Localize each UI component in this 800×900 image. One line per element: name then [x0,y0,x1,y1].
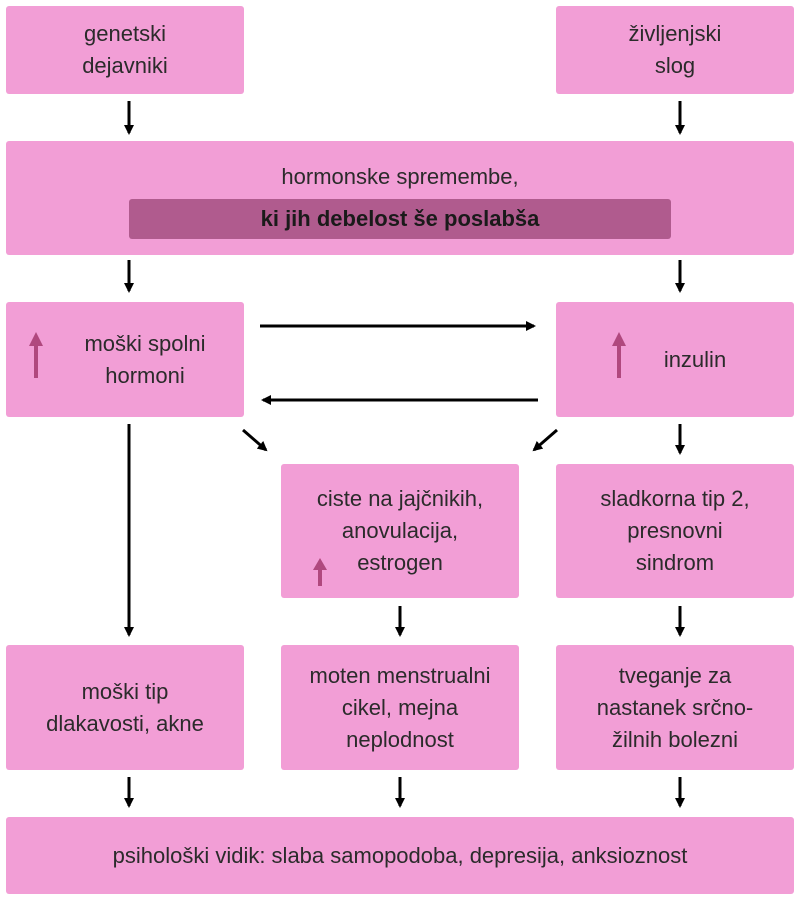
node-line: cikel, mejna [341,694,459,720]
node-line: moški spolni [84,330,206,356]
node-line: moten menstrualni [309,662,491,688]
node-lifestyle: življenjski slog [556,6,794,94]
arrow-androgens-to-cysts [242,428,268,452]
node-line: presnovni [627,518,723,543]
node-psychological: psihološki vidik: slaba samopodoba, depr… [6,817,794,894]
arrow-insulin-to-cysts [532,428,558,452]
node-line: psihološki vidik: slaba samopodoba, depr… [112,842,688,868]
up-arrow-icon [313,558,327,586]
node-highlight-text: ki jih debelost še poslabša [260,206,540,231]
node-line: moški tip [81,678,169,704]
node-male-hormones: moški spolni hormoni [6,302,244,417]
node-line: genetski [84,21,166,46]
node-line: ciste na jajčnikih, [316,486,484,511]
node-line: estrogen [357,550,443,575]
node-line: anovulacija, [341,518,459,543]
node-insulin: inzulin [556,302,794,417]
node-line: dejavniki [82,53,168,78]
node-menstrual-cycle: moten menstrualni cikel, mejna neplodnos… [281,645,519,770]
node-line: slog [654,53,696,78]
node-diabetes: sladkorna tip 2, presnovni sindrom [556,464,794,598]
node-line: tveganje za [618,662,732,688]
node-line: neplodnost [346,726,454,752]
node-line: žilnih bolezni [612,726,738,752]
node-highlight-band: ki jih debelost še poslabša [129,199,671,239]
node-line: življenjski [628,21,722,46]
node-line: dlakavosti, akne [46,710,204,736]
node-line: sindrom [635,550,715,575]
up-arrow-icon [29,332,43,378]
node-line: sladkorna tip 2, [600,486,750,511]
up-arrow-icon [612,332,626,378]
node-genetic-factors: genetski dejavniki [6,6,244,94]
node-line: inzulin [663,346,727,372]
node-line: hormoni [105,362,185,388]
node-title: hormonske spremembe, [281,164,519,189]
node-cardio-risk: tveganje za nastanek srčno- žilnih bolez… [556,645,794,770]
node-line: nastanek srčno- [596,694,754,720]
node-hair-acne: moški tip dlakavosti, akne [6,645,244,770]
